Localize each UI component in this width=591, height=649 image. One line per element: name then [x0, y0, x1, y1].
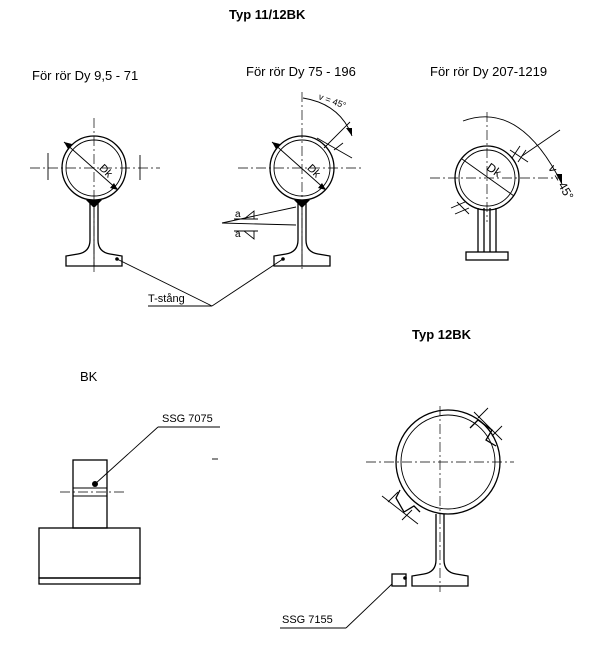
title-typ-11-12bk: Typ 11/12BK [229, 7, 306, 22]
t-stang-leader-1 [116, 258, 213, 307]
angle-arrow-3 [556, 174, 562, 184]
angle-arrow-2 [346, 128, 352, 136]
pipe-inner-circle-2 [273, 139, 331, 197]
clamp-right-3b [511, 145, 521, 159]
dk-label-2: Dk [304, 162, 322, 180]
bk-upper-block [72, 459, 108, 529]
tick-mark-2b [333, 142, 344, 151]
clamp-left-3c [454, 207, 470, 215]
ssg-7155-leader [345, 583, 393, 629]
title-bk: BK [80, 369, 98, 384]
clamp-ear-bottom-tick-2 [401, 509, 413, 521]
angle-label-2: v = 45° [317, 91, 347, 110]
weld-symbol-2a [242, 210, 255, 220]
angle-label-3: v = 45° [545, 163, 576, 203]
typ-12bk-support: SSG 7155 [280, 406, 514, 629]
bk-base-block [38, 527, 141, 579]
tick-mark-2a [316, 137, 353, 159]
ssg-7075-label: SSG 7075 [162, 413, 213, 425]
weld-a-label-1: a [235, 209, 241, 220]
clamp-left-3a [456, 201, 470, 215]
clamp-ear-bottom-tick-1 [387, 491, 399, 503]
weld-symbol-2b [242, 230, 255, 240]
weld-a-label-2: a [235, 229, 241, 240]
clamp-ear-bottom-line [381, 495, 419, 525]
pipe-circle-12bk [395, 409, 501, 515]
pipe-support-medium: Dk v = 45° a a [221, 91, 364, 272]
pipe-inner-circle-3 [458, 149, 516, 207]
dk-arrow-1b [110, 183, 118, 190]
ssg-7155-label: SSG 7155 [282, 614, 333, 626]
support-base-3 [465, 251, 509, 261]
dk-arrow-2a [272, 142, 280, 149]
label-dy-207-1219: För rör Dy 207-1219 [430, 64, 547, 79]
pipe-support-small: Dk [30, 118, 160, 272]
bk-base-plate [38, 577, 141, 585]
angle-arc-3 [462, 116, 563, 185]
ssg-7075-leader [94, 426, 159, 485]
pipe-inner-circle-1 [65, 139, 123, 197]
t-stang-label: T-stång [148, 293, 185, 305]
weld-leader-2a [221, 206, 297, 224]
label-dy-9-71: För rör Dy 9,5 - 71 [32, 68, 138, 83]
dk-arrow-2b [318, 183, 326, 190]
clamp-ear-top [469, 419, 497, 447]
weld-mark-2 [294, 200, 310, 208]
dk-dimension-line-3 [461, 158, 515, 197]
t-stang-callout: T-stång [116, 258, 284, 307]
clamp-ear-top-tick-2 [491, 425, 503, 437]
clamp-right-3a [509, 149, 529, 163]
title-typ-12bk: Typ 12BK [412, 327, 472, 342]
t-bar-12bk [411, 514, 469, 587]
clamp-ear-top-line [473, 411, 503, 441]
ssg-7155-piece [391, 573, 407, 587]
angle-ref-line-2 [323, 121, 351, 149]
dk-arrow-1a [64, 142, 72, 149]
clamp-left-3b [450, 201, 466, 209]
pipe-support-large: Dk v = 45° [430, 112, 577, 261]
dk-label-1: Dk [96, 162, 114, 180]
bk-bracket: SSG 7075 [38, 413, 220, 585]
pipe-inner-circle-12bk [400, 414, 496, 510]
dk-dimension-line-1 [63, 141, 119, 191]
dk-label-3: Dk [484, 160, 505, 180]
dk-dimension-line-2 [271, 141, 327, 191]
clamp-ear-top-tick-1 [477, 407, 489, 419]
label-dy-75-196: För rör Dy 75 - 196 [246, 64, 356, 79]
pipe-circle-3 [454, 145, 520, 211]
weld-leader-2b [221, 222, 297, 226]
angle-ref-line-3 [521, 129, 561, 157]
clamp-ear-bottom [395, 489, 421, 513]
t-stang-leader-2 [211, 258, 284, 307]
weld-mark-1 [86, 200, 102, 208]
ssg-7155-dot [403, 576, 407, 580]
